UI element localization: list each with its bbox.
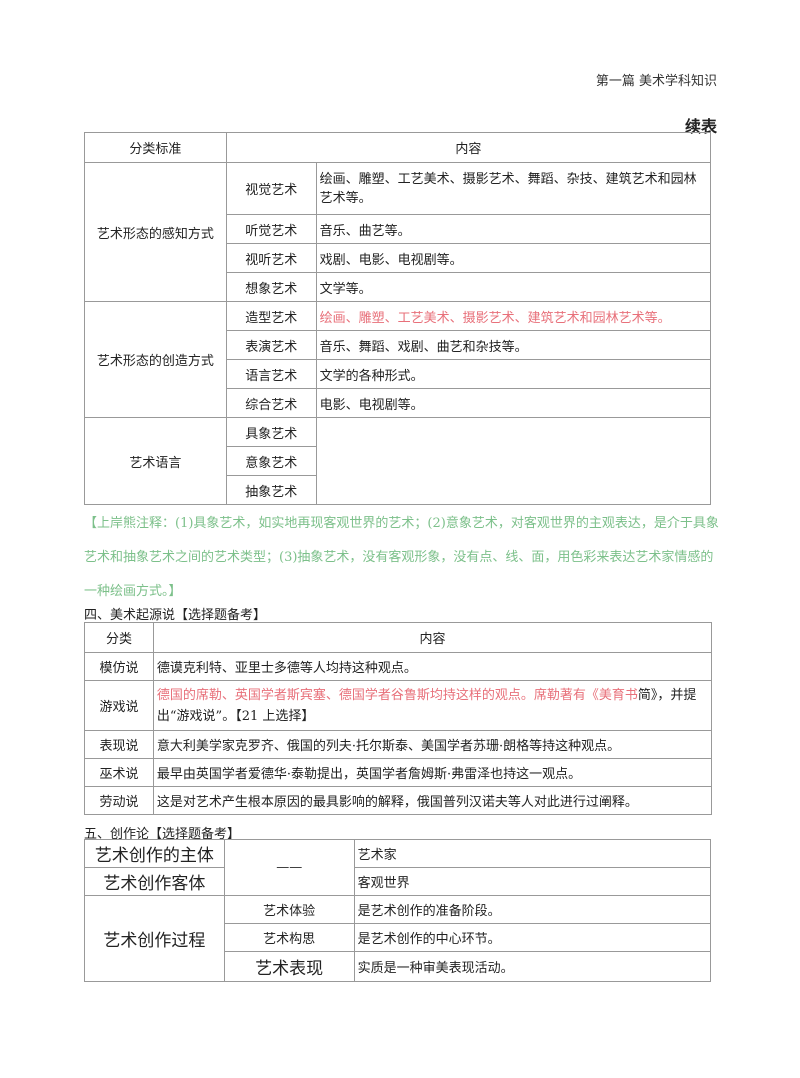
page-header: 第一篇 美术学科知识 (595, 74, 717, 89)
type-cell: 听觉艺术 (225, 214, 317, 244)
creation-theory-table: 艺术创作的主体 —— 艺术家 艺术创作客体 客观世界 艺术创作过程 艺术体验 是… (84, 839, 712, 982)
creation-process-label: 艺术创作过程 (84, 895, 225, 982)
group-perception: 艺术形态的感知方式 (84, 162, 227, 302)
origin-name: 模仿说 (84, 652, 154, 681)
origin-content: 德谟克利特、亚里士多德等人均持这种观点。 (152, 652, 713, 681)
art-origin-table: 分类 内容 模仿说 德谟克利特、亚里士多德等人均持这种观点。 游戏说 德国的席勒… (84, 622, 713, 815)
type-cell: 视觉艺术 (225, 162, 317, 215)
content-cell: 文学等。 (315, 272, 712, 302)
header-category: 分类 (84, 622, 154, 653)
type-cell: 造型艺术 (225, 301, 317, 331)
type-cell: 意象艺术 (225, 446, 317, 476)
process-step-content: 是艺术创作的准备阶段。 (353, 895, 712, 924)
group-creation: 艺术形态的创造方式 (84, 301, 227, 418)
type-cell: 想象艺术 (225, 272, 317, 302)
group-language: 艺术语言 (84, 417, 227, 505)
origin-content: 意大利美学家克罗齐、俄国的列夫·托尔斯泰、美国学者苏珊·朗格等持这种观点。 (152, 730, 713, 759)
section-title-creation: 五、创作论【选择题备考】 (84, 827, 241, 842)
content-cell: 电影、电视剧等。 (315, 388, 712, 418)
process-step-name: 艺术表现 (223, 951, 355, 982)
continued-table-title: 续表 (684, 117, 717, 136)
type-cell: 语言艺术 (225, 359, 317, 389)
content-cell: 音乐、舞蹈、戏剧、曲艺和杂技等。 (315, 330, 712, 360)
origin-name: 游戏说 (84, 680, 154, 731)
process-step-content: 实质是一种审美表现活动。 (353, 951, 712, 982)
origin-name: 巫术说 (84, 758, 154, 787)
annotation-note: 【上岸熊注释：(1)具象艺术，如实地再现客观世界的艺术；(2)意象艺术，对客观世… (84, 516, 719, 599)
content-cell-highlighted: 绘画、雕塑、工艺美术、摄影艺术、建筑艺术和园林艺术等。 (315, 301, 712, 331)
type-cell: 视听艺术 (225, 243, 317, 273)
process-step-name: 艺术体验 (223, 895, 355, 924)
header-content: 内容 (225, 132, 712, 163)
content-cell: 戏剧、电影、电视剧等。 (315, 243, 712, 273)
plain-text: 简》，并提出“游戏说”。【21 上选择】 (156, 687, 697, 724)
process-step-name: 艺术构思 (223, 923, 355, 952)
origin-content: 最早由英国学者爱德华·泰勒提出，英国学者詹姆斯·弗雷泽也持这一观点。 (152, 758, 713, 787)
creation-object-label: 艺术创作客体 (84, 867, 225, 896)
content-cell: 绘画、雕塑、工艺美术、摄影艺术、舞蹈、杂技、建筑艺术和园林艺术等。 (315, 162, 712, 215)
type-cell: 表演艺术 (225, 330, 317, 360)
creation-subject-content: 艺术家 (353, 839, 712, 868)
origin-name: 表现说 (84, 730, 154, 759)
header-content: 内容 (152, 622, 713, 653)
creation-object-content: 客观世界 (353, 867, 712, 896)
process-step-content: 是艺术创作的中心环节。 (353, 923, 712, 952)
origin-content: 德国的席勒、英国学者斯宾塞、德国学者谷鲁斯均持这样的观点。席勒著有《美育书简》，… (152, 680, 713, 731)
header-criteria: 分类标准 (84, 132, 227, 163)
type-cell: 抽象艺术 (225, 475, 317, 505)
type-cell: 综合艺术 (225, 388, 317, 418)
section-title-origin: 四、美术起源说【选择题备考】 (84, 608, 267, 623)
type-cell: 具象艺术 (225, 417, 317, 447)
origin-name: 劳动说 (84, 786, 154, 815)
content-cell: 音乐、曲艺等。 (315, 214, 712, 244)
empty-content-cell (315, 417, 712, 505)
highlighted-text: 德国的席勒、英国学者斯宾塞、德国学者谷鲁斯均持这样的观点。席勒著有《美育书 (156, 687, 638, 703)
dash-cell: —— (223, 839, 355, 896)
content-cell: 文学的各种形式。 (315, 359, 712, 389)
origin-content: 这是对艺术产生根本原因的最具影响的解释，俄国普列汉诺夫等人对此进行过阐释。 (152, 786, 713, 815)
creation-subject-label: 艺术创作的主体 (84, 839, 225, 868)
art-classification-table: 分类标准 内容 艺术形态的感知方式 视觉艺术 绘画、雕塑、工艺美术、摄影艺术、舞… (84, 132, 712, 505)
